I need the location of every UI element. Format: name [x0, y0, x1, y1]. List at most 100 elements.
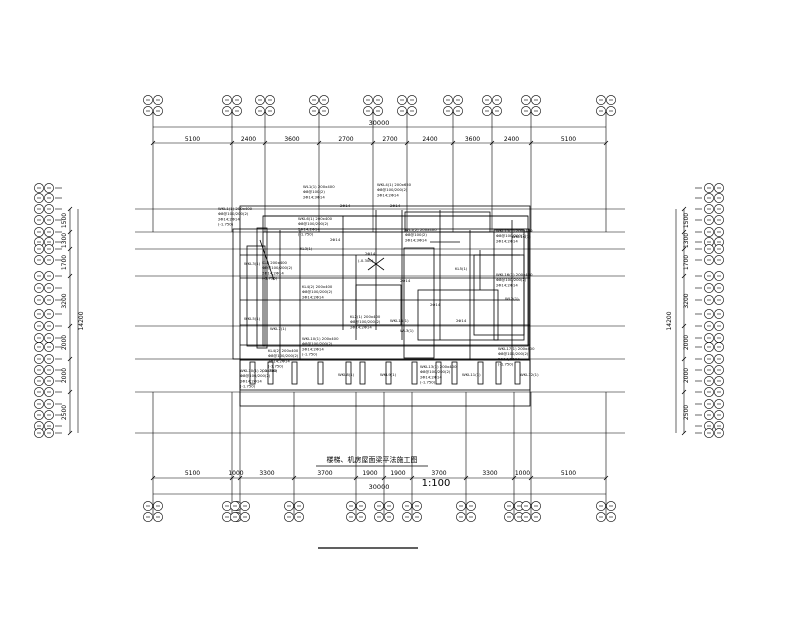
beam-label-line: KL4(2) 200x400 [268, 348, 299, 353]
beam-label-line: (-1.750) [420, 380, 436, 385]
dim-tick [603, 140, 609, 146]
dim-tick [681, 356, 687, 362]
beam-annotations: WKL1(1) 200x400Φ8@100/200(2)2Φ14;2Φ14(-1… [218, 182, 539, 389]
beam-label-line: WKL16(1) 200x400 [496, 272, 533, 277]
beam-label-line: 2Φ14;2Φ14 [377, 192, 399, 197]
dim-tick [603, 475, 609, 481]
beam-outline [256, 227, 268, 349]
column [385, 361, 392, 385]
beam-label-line: WKL17(1) 200x400 [498, 346, 535, 351]
column [359, 361, 366, 385]
beam-label-line: 2Φ14;2Φ14 [302, 346, 324, 351]
dim-tick [463, 475, 469, 481]
column [249, 361, 256, 385]
annotation-text: 2Φ14 [365, 251, 376, 256]
dim-total-top: 30000 [369, 119, 390, 127]
column [267, 361, 274, 385]
dim-tick [229, 140, 235, 146]
stair-line [259, 239, 275, 281]
dim-segment-top: 2400 [504, 136, 519, 143]
annotation-text: 2Φ14 [430, 302, 441, 307]
beam-label-line: 2Φ14;3Φ14 [405, 237, 427, 242]
dim-tick [404, 140, 410, 146]
dim-tick [67, 356, 73, 362]
dim-tick [237, 475, 243, 481]
beam-label-line: Φ8@100/200(2) [218, 211, 249, 216]
annotation-text: WKL18(1) [390, 318, 409, 323]
beam-label-b11: WKL10(1) 200x400Φ8@100/200(2)2Φ14;2Φ14(-… [302, 336, 339, 357]
beam-label-line: Φ8@100/200(2) [496, 233, 527, 238]
annotation-text: WKL9(1) [380, 372, 397, 377]
dim-tick [229, 475, 235, 481]
beam-label-line: WKL4(1) 200x650 [377, 182, 412, 187]
beam-label-line: 2Φ14;2Φ14 [302, 294, 324, 299]
annotation-text: KL3(1) [300, 246, 313, 251]
dim-tick [291, 475, 297, 481]
drawing-scale: 1:100 [422, 478, 451, 489]
column [411, 361, 418, 385]
beam-label-line: Φ8@100/200(2) [302, 289, 333, 294]
dim-tick [262, 140, 268, 146]
beam-label-line: KL4(2) 200x400 [302, 284, 333, 289]
dim-tick [67, 273, 73, 279]
beam-label-b5: WKL6(1) 200x400Φ8@100/200(2)2Φ14;2Φ14(-1… [298, 216, 333, 237]
dim-segment-bottom: 3700 [431, 470, 446, 477]
dim-tick [681, 389, 687, 395]
column [514, 361, 521, 385]
beam-label-line: Φ8@100/200(2) [496, 277, 527, 282]
beam-label-b15: WKL17(1) 200x400Φ8@100/200(2)2Φ14;2Φ14(-… [498, 346, 535, 367]
annotation-text: WKL11(1) [462, 372, 481, 377]
dim-segment-side: 2500 [61, 405, 68, 420]
beam-label-line: (-1.750) [298, 232, 314, 237]
dim-segment-side: 1300 [61, 233, 68, 248]
beam-label-line: 2Φ14;2Φ14 [496, 238, 518, 243]
dim-tick [681, 430, 687, 436]
beam-label-line: WKL10(1) 200x400 [240, 368, 277, 373]
beam-label-line: 2Φ14;2Φ14 [350, 324, 372, 329]
dim-segment-top: 3600 [284, 136, 299, 143]
beam-label-line: Φ8@100/200(2) [268, 353, 299, 358]
dim-segment-bottom: 1000 [515, 470, 530, 477]
dim-tick [381, 475, 387, 481]
dim-tick [528, 140, 534, 146]
dim-segment-side: 2000 [683, 368, 690, 383]
beam-label-b10: WKL10(1) 200x400Φ8@100/200(2)2Φ14;2Φ14(-… [240, 368, 277, 389]
dim-segment-side: 3200 [61, 293, 68, 308]
beam-label-line: 2Φ14;2Φ14 [496, 282, 518, 287]
dim-segment-side: 2000 [61, 368, 68, 383]
dim-tick [409, 475, 415, 481]
beam-label-line: Φ8@100(2) [303, 189, 325, 194]
dim-tick [67, 229, 73, 235]
dim-tick [67, 389, 73, 395]
beam-outline [473, 254, 525, 336]
beam-label-line: 2Φ14;2Φ14 [268, 358, 290, 363]
beam-label-line: (-1.750) [268, 364, 284, 369]
annotation-text: WKL3(1) [244, 261, 261, 266]
dim-tick [150, 475, 156, 481]
annotation-text: WKL5(1) [244, 316, 261, 321]
beam-label-line: Φ8@100/200(2) [262, 265, 293, 270]
annotation-text: WKL8(1) [338, 372, 355, 377]
dim-tick [67, 206, 73, 212]
beam-label-line: WKL15(1) 200x400 [496, 228, 533, 233]
dim-segment-top: 2400 [241, 136, 256, 143]
dim-tick [681, 246, 687, 252]
dim-tick [353, 475, 359, 481]
beam-label-line: WKL1(1) 200x400 [218, 206, 253, 211]
annotation-text: (-0.300) [358, 258, 374, 263]
beam-label-line: WL1(1) 200x400 [303, 184, 335, 189]
dim-total-side: 14200 [78, 311, 85, 330]
dim-tick [511, 475, 517, 481]
dim-tick [67, 246, 73, 252]
axis-bubbles [34, 95, 724, 522]
beam-outline [417, 289, 499, 341]
annotation-text: 2Φ14 [456, 318, 467, 323]
dim-tick [681, 323, 687, 329]
